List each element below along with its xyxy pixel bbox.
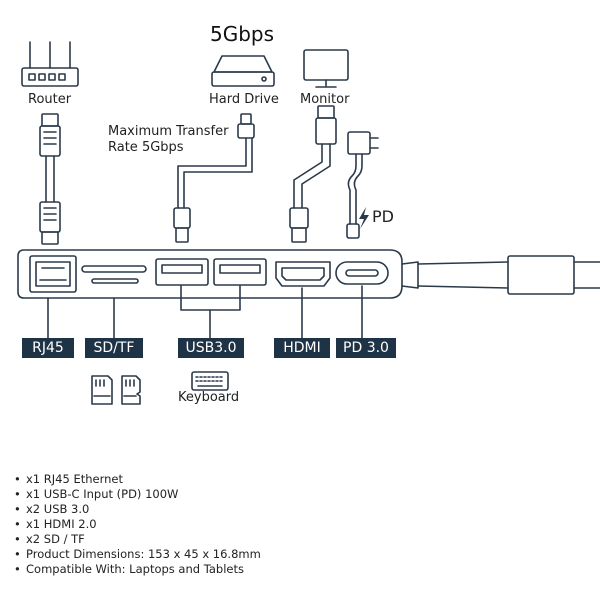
tf-card-icon: [121, 375, 141, 405]
bolt-icon: [359, 207, 369, 229]
power-cable: [346, 131, 379, 239]
hub-body: [17, 249, 403, 299]
usb-cable: [173, 113, 255, 243]
tag-usb: USB3.0: [178, 338, 244, 358]
transfer-note-line-2: Rate 5Gbps: [108, 140, 184, 155]
spec-item: Product Dimensions: 153 x 45 x 16.8mm: [14, 547, 261, 562]
spec-item: x1 HDMI 2.0: [14, 517, 261, 532]
monitor-label: Monitor: [300, 92, 350, 107]
spec-item: x1 USB-C Input (PD) 100W: [14, 487, 261, 502]
monitor-icon: [303, 49, 349, 88]
speed-title: 5Gbps: [210, 22, 275, 46]
spec-item: x2 SD / TF: [14, 532, 261, 547]
hard-drive-icon: [211, 55, 275, 87]
tag-rj45: RJ45: [22, 338, 74, 358]
spec-item: x1 RJ45 Ethernet: [14, 472, 261, 487]
spec-item: x2 USB 3.0: [14, 502, 261, 517]
tag-sdtf: SD/TF: [85, 338, 143, 358]
pd-label: PD: [372, 207, 394, 226]
keyboard-label: Keyboard: [178, 390, 240, 405]
hard-drive-label: Hard Drive: [209, 92, 279, 107]
sd-card-icon: [91, 375, 113, 405]
transfer-note-line-1: Maximum Transfer: [108, 124, 229, 139]
tag-pd: PD 3.0: [336, 338, 396, 358]
hdmi-cable: [289, 105, 337, 243]
router-icon: [21, 41, 79, 87]
host-cable: [401, 255, 600, 295]
spec-list: x1 RJ45 Ethernet x1 USB-C Input (PD) 100…: [14, 472, 261, 577]
keyboard-icon: [191, 371, 229, 391]
ethernet-cable: [39, 113, 61, 245]
spec-item: Compatible With: Laptops and Tablets: [14, 562, 261, 577]
tag-hdmi: HDMI: [274, 338, 330, 358]
router-label: Router: [28, 92, 72, 107]
